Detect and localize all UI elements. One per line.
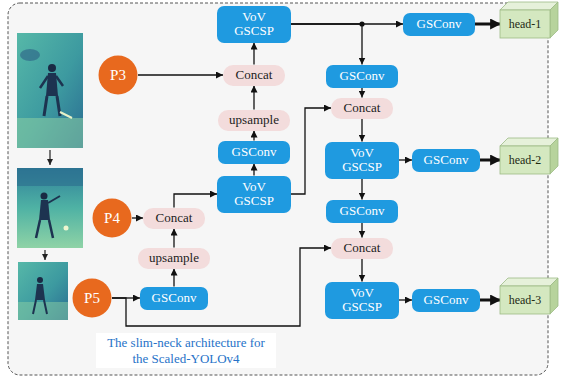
connector-arrow [475, 23, 500, 26]
node-label: GSConv [340, 69, 385, 83]
connector-arrow [253, 43, 254, 65]
conv-block: GSConv [412, 149, 480, 172]
csp-block: VoV GSCSP [325, 282, 399, 319]
upsample-op: upsample [218, 110, 290, 131]
upsample-op: upsample [138, 248, 210, 269]
connector-arrow [480, 159, 500, 162]
input-image [17, 33, 83, 148]
csp-block: VoV GSCSP [217, 6, 291, 43]
connector-arrow [253, 86, 254, 110]
conv-block: GSConv [412, 289, 480, 312]
node-label: VoV GSCSP [331, 286, 393, 315]
node-label: upsample [149, 251, 199, 265]
connector-arrow [361, 88, 362, 98]
node-label: VoV GSCSP [223, 10, 285, 39]
connector-arrow [112, 248, 331, 326]
node-label: P3 [110, 68, 126, 83]
node-label: Concat [156, 211, 193, 225]
conv-block: GSConv [403, 13, 475, 36]
connector-arrow [174, 194, 217, 208]
node-label: upsample [229, 113, 279, 127]
concat-op: Concat [143, 208, 205, 229]
feature-level: P5 [72, 278, 112, 318]
input-image [17, 168, 83, 248]
connector-arrow [399, 299, 412, 300]
panel [8, 3, 548, 375]
conv-block: GSConv [218, 141, 290, 164]
node-label: P4 [104, 211, 120, 226]
concat-op: Concat [331, 98, 393, 119]
node-label: VoV GSCSP [331, 146, 393, 175]
figure-caption: The slim-neck architecture for the Scale… [96, 333, 276, 368]
concat-op: Concat [223, 65, 285, 86]
node-label: GSConv [232, 145, 277, 159]
connector-arrow [173, 269, 174, 287]
concat-op: Concat [331, 238, 393, 259]
node-label: head-2 [509, 154, 542, 166]
detection-head: head-1 [500, 2, 558, 38]
node-label: Concat [344, 241, 381, 255]
connector-arrow [361, 259, 362, 282]
connector-arrow [361, 179, 362, 200]
node-label: GSConv [152, 291, 197, 305]
node-label: VoV GSCSP [223, 180, 285, 209]
connector-arrow [399, 159, 412, 160]
node-label: P5 [84, 291, 100, 306]
node-label: GSConv [340, 204, 385, 218]
node-label: GSConv [417, 17, 462, 31]
node-label: head-3 [509, 294, 542, 306]
node-label: GSConv [424, 293, 469, 307]
conv-block: GSConv [326, 65, 398, 88]
detection-head: head-3 [500, 278, 558, 314]
detection-head: head-2 [500, 138, 558, 174]
node-label: Concat [344, 101, 381, 115]
node-label: head-1 [509, 18, 542, 30]
csp-block: VoV GSCSP [217, 176, 291, 213]
conv-block: GSConv [140, 287, 208, 310]
conv-block: GSConv [326, 200, 398, 223]
connector-arrow [253, 131, 254, 141]
connector-arrow [173, 229, 174, 248]
connector-arrow [253, 164, 254, 176]
connector-arrow [138, 74, 223, 75]
connector-arrow [291, 24, 362, 65]
feature-level: P3 [98, 55, 138, 95]
connector-arrow [361, 223, 362, 238]
input-image [18, 262, 68, 320]
node-label: Concat [236, 68, 273, 82]
node-label: GSConv [424, 153, 469, 167]
csp-block: VoV GSCSP [325, 142, 399, 179]
connector-arrow [132, 217, 143, 218]
connector-arrow [361, 119, 362, 142]
connector-arrow [480, 299, 500, 302]
feature-level: P4 [92, 198, 132, 238]
